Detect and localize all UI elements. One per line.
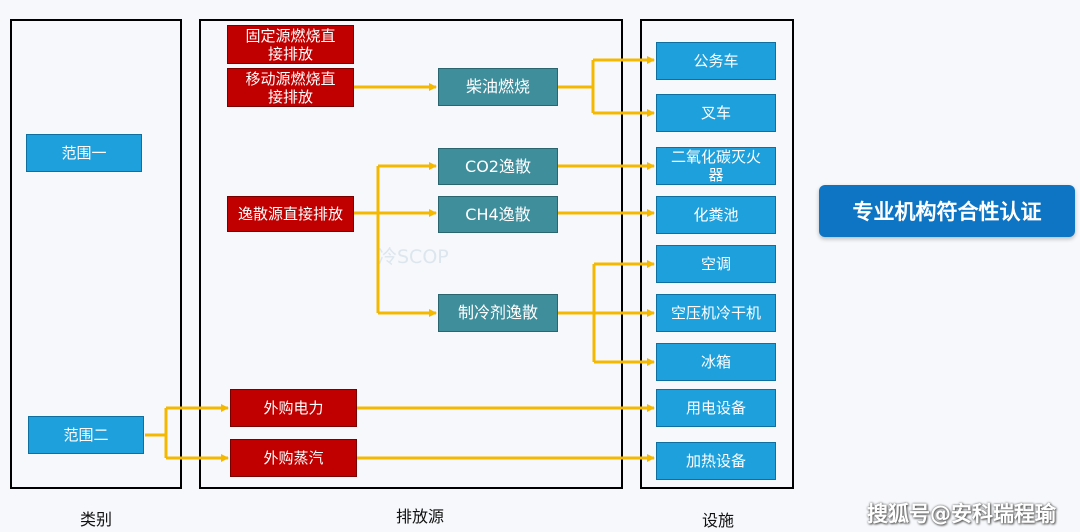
facility-air-conditioner: 空调 xyxy=(656,245,776,283)
fixed-source-box: 固定源燃烧直接排放 xyxy=(227,25,354,64)
scope1-box: 范围一 xyxy=(26,134,142,172)
refrigerant-fugitive-box: 制冷剂逸散 xyxy=(438,294,558,332)
purchased-steam-box: 外购蒸汽 xyxy=(230,439,357,477)
source-credit: 搜狐号@安科瑞程瑜 xyxy=(867,502,1056,526)
ch4-fugitive-box: CH4逸散 xyxy=(438,196,558,233)
scope2-box: 范围二 xyxy=(28,416,144,454)
facility-heating-equipment: 加热设备 xyxy=(656,442,776,480)
facility-column-label: 设施 xyxy=(701,511,734,530)
line-scope2-branch xyxy=(145,408,168,458)
line-fugitive-branch xyxy=(354,166,380,313)
diesel-combustion-box: 柴油燃烧 xyxy=(438,68,558,106)
line-diesel-branch xyxy=(558,60,595,113)
co2-fugitive-box: CO2逸散 xyxy=(438,148,558,185)
category-column-frame xyxy=(10,19,182,489)
purchased-power-box: 外购电力 xyxy=(230,389,357,427)
facility-refrigerator: 冰箱 xyxy=(656,343,776,381)
category-column-label: 类别 xyxy=(79,510,112,529)
facility-forklift: 叉车 xyxy=(656,94,776,132)
facility-co2-extinguisher: 二氧化碳灭火器 xyxy=(656,147,776,185)
source-column-label: 排放源 xyxy=(395,507,444,526)
facility-power-equipment: 用电设备 xyxy=(656,389,776,427)
mobile-source-box: 移动源燃烧直接排放 xyxy=(227,68,354,107)
watermark: 冷SCOP xyxy=(378,246,449,268)
certification-badge: 专业机构符合性认证 xyxy=(819,185,1075,237)
fugitive-source-box: 逸散源直接排放 xyxy=(227,196,354,232)
facility-official-car: 公务车 xyxy=(656,42,776,80)
facility-compressor-dryer: 空压机冷干机 xyxy=(656,294,776,332)
facility-septic-tank: 化粪池 xyxy=(656,196,776,234)
line-refrigerant-branch xyxy=(558,264,596,362)
